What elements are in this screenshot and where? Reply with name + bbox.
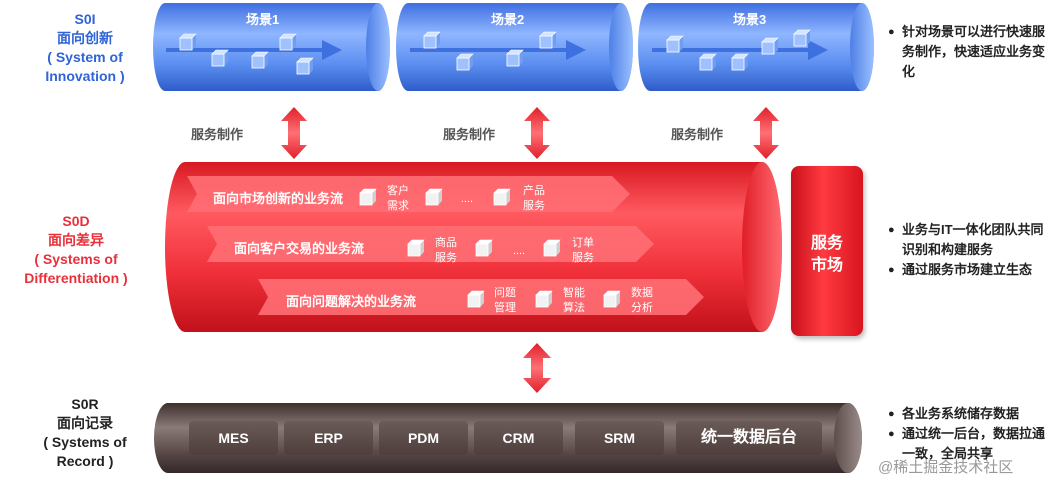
cube-icon [422, 30, 441, 49]
note-item: 通过服务市场建立生态 [888, 260, 1048, 280]
layer-english: ( Systems of [43, 434, 127, 450]
cube-icon [210, 48, 229, 67]
cube-icon [474, 238, 493, 257]
market-line: 服务 [810, 235, 843, 252]
note-item: 业务与IT一体化团队共同识别和构建服务 [888, 220, 1048, 260]
layer-code: S0D [62, 213, 90, 229]
system-box-pdm: PDM [379, 421, 468, 455]
cube-icon [295, 56, 314, 75]
cube-icon [760, 36, 779, 55]
layer-code: S0R [71, 396, 99, 412]
flow-band-2 [207, 226, 654, 262]
scene-cylinder-1 [153, 3, 390, 91]
flow-item: .... [512, 245, 526, 257]
system-box-srm: SRM [575, 421, 664, 455]
market-line: 市场 [810, 257, 843, 274]
cube-icon [492, 187, 511, 206]
cube-icon [505, 48, 524, 67]
note-item: 通过统一后台，数据拉通一致，全局共享 [888, 424, 1048, 464]
service-market: 服务 市场 [791, 166, 863, 336]
notes-soi: 针对场景可以进行快速服务制作，快速适应业务变化 [888, 22, 1048, 82]
service-label: 服务制作 [671, 127, 724, 142]
layer-code: S0I [74, 11, 96, 27]
layer-english: Record ) [56, 453, 114, 469]
layer-english: Differentiation ) [24, 270, 128, 286]
cube-icon [534, 289, 553, 308]
layer-english: ( System of [47, 49, 123, 65]
flow-item: 数据 分析 [631, 287, 653, 314]
system-box-data-backend: 统一数据后台 [676, 421, 822, 455]
cube-icon [665, 34, 684, 53]
flow-title: 面向客户交易的业务流 [234, 241, 365, 256]
flow-item: 订单 服务 [572, 237, 594, 264]
layer-label-sod: S0D 面向差异 ( Systems of Differentiation ) [2, 212, 150, 288]
double-arrow-icon [523, 343, 551, 393]
scene-cylinder-3 [638, 3, 874, 91]
double-arrow-icon [753, 107, 779, 159]
flow-item: 问题 管理 [494, 287, 516, 314]
cube-icon [178, 32, 197, 51]
watermark: @稀土掘金技术社区 [878, 459, 1014, 476]
cube-icon [455, 52, 474, 71]
flow-item: .... [460, 193, 474, 205]
double-arrow-icon [281, 107, 307, 159]
cube-icon [792, 28, 811, 47]
flow-item: 商品 服务 [435, 237, 457, 264]
cube-icon [358, 187, 377, 206]
flow-item: 智能 算法 [563, 287, 585, 314]
cube-icon [698, 52, 717, 71]
cube-icon [542, 238, 561, 257]
note-item: 各业务系统储存数据 [888, 404, 1048, 424]
cube-icon [466, 289, 485, 308]
layer-english: Innovation ) [45, 68, 125, 84]
scene-title-3: 场景3 [733, 12, 767, 27]
system-box-erp: ERP [284, 421, 373, 455]
scene-title-2: 场景2 [491, 12, 525, 27]
service-label: 服务制作 [191, 127, 244, 142]
flow-item: 产品 服务 [523, 185, 545, 212]
service-label: 服务制作 [443, 127, 496, 142]
layer-name: 面向记录 [57, 415, 113, 431]
layer-english: ( Systems of [34, 251, 118, 267]
cube-icon [424, 187, 443, 206]
cube-icon [406, 238, 425, 257]
cube-icon [250, 50, 269, 69]
scene-cylinder-2 [396, 3, 633, 91]
flow-item: 客户 需求 [387, 185, 409, 212]
flow-title: 面向问题解决的业务流 [286, 294, 417, 309]
notes-sor: 各业务系统储存数据 通过统一后台，数据拉通一致，全局共享 [888, 404, 1048, 464]
flow-title: 面向市场创新的业务流 [213, 191, 344, 206]
cube-icon [730, 52, 749, 71]
note-item: 针对场景可以进行快速服务制作，快速适应业务变化 [888, 22, 1048, 82]
flow-band-1 [187, 176, 630, 212]
system-box-mes: MES [189, 421, 278, 455]
layer-label-sor: S0R 面向记录 ( Systems of Record ) [20, 395, 150, 471]
layer-name: 面向创新 [57, 30, 113, 46]
system-box-crm: CRM [474, 421, 563, 455]
cube-icon [602, 289, 621, 308]
scene-title-1: 场景1 [246, 12, 280, 27]
double-arrow-icon [524, 107, 550, 159]
cube-icon [278, 32, 297, 51]
layer-label-soi: S0I 面向创新 ( System of Innovation ) [20, 10, 150, 86]
layer-name: 面向差异 [48, 232, 104, 248]
cube-icon [538, 30, 557, 49]
notes-sod: 业务与IT一体化团队共同识别和构建服务 通过服务市场建立生态 [888, 220, 1048, 280]
